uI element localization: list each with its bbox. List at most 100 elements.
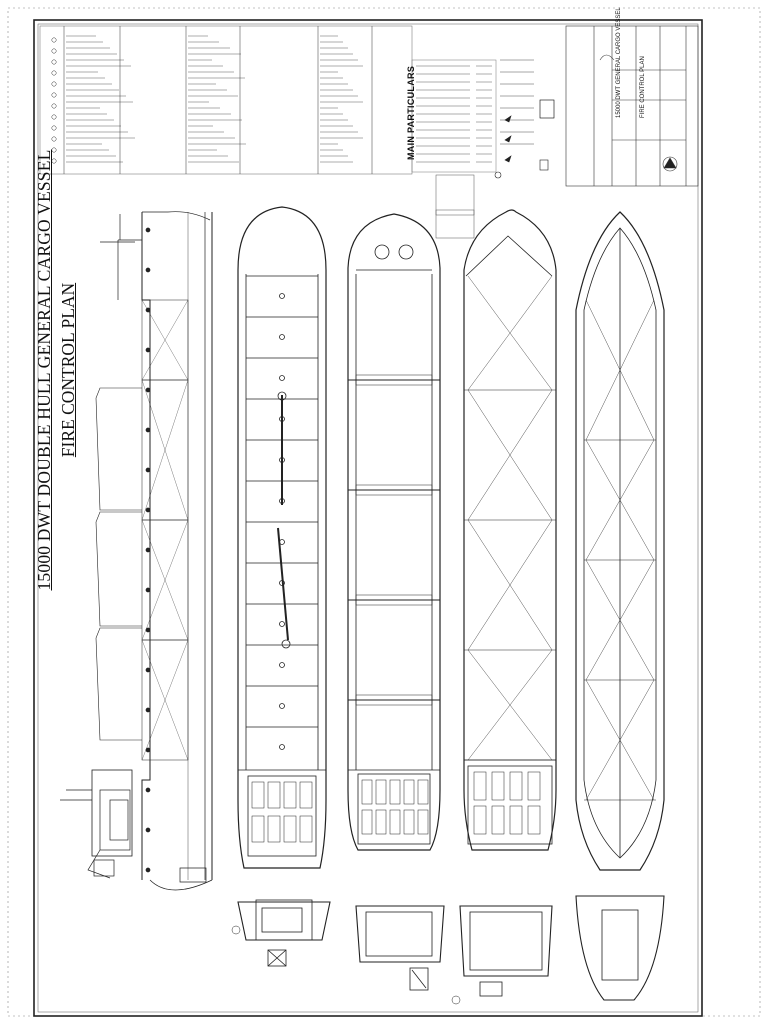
engine-room-equipment: [389, 779, 401, 805]
engine-room-equipment: [403, 779, 415, 805]
drawing-frame: [33, 19, 703, 1017]
engine-room-equipment: [375, 809, 387, 835]
equipment-symbol-key: [494, 59, 555, 179]
tank-diagonal: [467, 649, 553, 761]
hold-diagonal: [141, 519, 189, 641]
accommodation-room: [283, 815, 297, 843]
machinery-item: [473, 805, 487, 835]
accommodation-room: [267, 815, 281, 843]
inner-frame: [37, 23, 699, 1013]
deck-symbol: [279, 621, 285, 627]
accommodation-room: [267, 781, 281, 809]
engine-room-equipment: [403, 809, 415, 835]
deck-crane-profile: [95, 511, 142, 627]
deck-symbol: [279, 334, 285, 340]
deck-symbol: [279, 662, 285, 668]
upper-deck-plan: [237, 206, 327, 869]
hold-diagonal: [141, 299, 189, 381]
double-bottom-diagonal: [585, 559, 655, 681]
tank-top-plan: [463, 209, 557, 851]
section-marker: [231, 925, 241, 935]
hold-diagonal: [141, 639, 189, 761]
engine-room-equipment: [389, 809, 401, 835]
drawing-title: 15000 DWT DOUBLE HULL GENERAL CARGO VESS…: [34, 90, 79, 650]
fire-equipment-symbol: [145, 387, 151, 393]
bulkhead-web: [355, 594, 433, 606]
fire-equipment-symbol: [145, 347, 151, 353]
accommodation-room: [299, 815, 313, 843]
machinery-item: [491, 805, 505, 835]
title-block: [565, 25, 699, 187]
deck-symbol: [279, 375, 285, 381]
symbols-legend: [39, 25, 413, 175]
engine-room-equipment: [417, 779, 429, 805]
fire-equipment-symbol: [145, 507, 151, 513]
legend-symbol: [51, 59, 57, 65]
section-marker: [451, 995, 461, 1005]
tank-diagonal: [467, 519, 553, 651]
fire-equipment-symbol: [145, 747, 151, 753]
deck-symbol: [279, 744, 285, 750]
legend-symbol: [51, 81, 57, 87]
double-bottom-diagonal: [585, 679, 655, 801]
engine-room-plan: [575, 895, 665, 1001]
machinery-item: [509, 771, 523, 801]
machinery-item: [473, 771, 487, 801]
accommodation-room: [251, 781, 265, 809]
legend-symbol: [51, 48, 57, 54]
fire-equipment-symbol: [145, 547, 151, 553]
legend-symbol: [51, 158, 57, 164]
accommodation-room: [283, 781, 297, 809]
fire-equipment-symbol: [145, 867, 151, 873]
legend-symbol: [51, 92, 57, 98]
fire-equipment-symbol: [145, 587, 151, 593]
fire-equipment-symbol: [145, 307, 151, 313]
bridge-deck-plan: [237, 899, 331, 967]
deck-crane-profile: [95, 387, 142, 511]
tank-diagonal: [467, 275, 553, 391]
deck-crane-profile: [95, 627, 142, 741]
legend-symbol: [51, 136, 57, 142]
machinery-item: [527, 805, 541, 835]
machinery-item: [509, 805, 523, 835]
title-block-vessel: 15000 DWT GENERAL CARGO VESSEL: [616, 7, 622, 118]
navigation-deck-plan: [355, 905, 445, 991]
bulkhead-web: [355, 374, 433, 386]
profile-elevation: [60, 211, 213, 891]
double-bottom-diagonal: [585, 299, 655, 441]
legend-symbol: [51, 70, 57, 76]
machinery-item: [491, 771, 505, 801]
legend-symbol: [51, 125, 57, 131]
legend-symbol: [51, 147, 57, 153]
legend-symbol: [51, 114, 57, 120]
fire-equipment-symbol: [145, 267, 151, 273]
accommodation-room: [299, 781, 313, 809]
engine-room-equipment: [361, 779, 373, 805]
fire-equipment-symbol: [145, 467, 151, 473]
vessel-title: 15000 DWT DOUBLE HULL GENERAL CARGO VESS…: [34, 149, 54, 591]
legend-symbol: [51, 37, 57, 43]
legend-symbol: [51, 103, 57, 109]
fire-equipment-symbol: [145, 787, 151, 793]
bulkhead-web: [355, 484, 433, 496]
tank-diagonal: [467, 389, 553, 521]
cargo-hold-profile: [141, 639, 189, 761]
main-particulars-heading: MAIN PARTICULARS: [406, 65, 416, 160]
engine-room-equipment: [375, 779, 387, 805]
deck-symbol: [279, 293, 285, 299]
fire-equipment-symbol: [145, 667, 151, 673]
plan-title: FIRE CONTROL PLAN: [58, 282, 78, 458]
tween-deck-plan: [347, 213, 441, 851]
fire-equipment-symbol: [145, 227, 151, 233]
engine-room-equipment: [361, 809, 373, 835]
fire-equipment-symbol: [145, 707, 151, 713]
main-particulars-table: [411, 59, 497, 239]
boat-deck-plan: [459, 905, 553, 997]
fire-equipment-symbol: [145, 627, 151, 633]
engine-room-equipment: [417, 809, 429, 835]
machinery-item: [527, 771, 541, 801]
fire-equipment-symbol: [145, 427, 151, 433]
deck-symbol: [279, 703, 285, 709]
hold-diagonal: [141, 379, 189, 521]
double-bottom-diagonal: [585, 439, 655, 561]
